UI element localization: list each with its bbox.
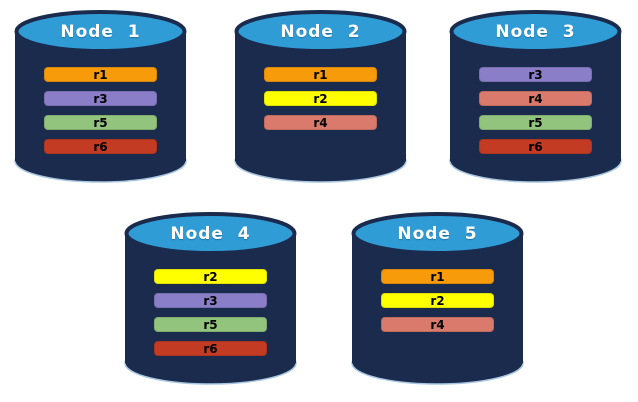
replica-bar-r3: r3: [44, 91, 157, 106]
node-3: Node 3 r3 r4 r5 r6: [448, 10, 623, 183]
node-2: Node 2 r1 r2 r4: [233, 10, 408, 183]
replica-label: r3: [93, 91, 108, 106]
replica-bar-r3: r3: [479, 67, 592, 82]
replica-bar-r1: r1: [264, 67, 377, 82]
replica-bar-r1: r1: [44, 67, 157, 82]
replica-label: r3: [203, 293, 218, 308]
node-1: Node 1 r1 r3 r5 r6: [13, 10, 188, 183]
replica-bar-r6: r6: [479, 139, 592, 154]
replica-bar-r3: r3: [154, 293, 267, 308]
node-4: Node 4 r2 r3 r5 r6: [123, 212, 298, 385]
node-title: Node 4: [170, 223, 251, 244]
node-title: Node 3: [495, 21, 576, 42]
replica-bar-r2: r2: [381, 293, 494, 308]
replica-label: r6: [528, 139, 543, 154]
replica-label: r2: [313, 91, 328, 106]
database-cylinder-icon: [124, 212, 297, 385]
replica-list: r1 r2 r4: [264, 67, 377, 139]
replica-label: r1: [430, 269, 445, 284]
replica-label: r2: [430, 293, 445, 308]
replica-bar-r4: r4: [479, 91, 592, 106]
replica-bar-r2: r2: [264, 91, 377, 106]
node-5: Node 5 r1 r2 r4: [350, 212, 525, 385]
replica-label: r6: [93, 139, 108, 154]
cylinder-top: [351, 212, 524, 255]
replica-label: r5: [203, 317, 218, 332]
node-title: Node 2: [280, 21, 361, 42]
replica-list: r2 r3 r5 r6: [154, 269, 267, 365]
replica-bar-r6: r6: [154, 341, 267, 356]
replica-label: r1: [93, 67, 108, 82]
replica-label: r4: [528, 91, 543, 106]
replica-label: r5: [528, 115, 543, 130]
replica-bar-r5: r5: [154, 317, 267, 332]
node-title: Node 1: [60, 21, 141, 42]
node-title: Node 5: [397, 223, 478, 244]
database-cylinder-icon: [351, 212, 524, 385]
cylinder-top: [234, 10, 407, 53]
cylinder-top: [14, 10, 187, 53]
replica-bar-r4: r4: [264, 115, 377, 130]
replica-label: r6: [203, 341, 218, 356]
replica-label: r2: [203, 269, 218, 284]
cylinder-top: [449, 10, 622, 53]
replica-bar-r4: r4: [381, 317, 494, 332]
replica-label: r4: [430, 317, 445, 332]
replica-bar-r5: r5: [44, 115, 157, 130]
replica-bar-r6: r6: [44, 139, 157, 154]
replica-list: r1 r3 r5 r6: [44, 67, 157, 163]
replica-list: r3 r4 r5 r6: [479, 67, 592, 163]
replica-label: r1: [313, 67, 328, 82]
replica-bar-r2: r2: [154, 269, 267, 284]
replica-label: r5: [93, 115, 108, 130]
cylinder-top: [124, 212, 297, 255]
replica-bar-r5: r5: [479, 115, 592, 130]
replica-list: r1 r2 r4: [381, 269, 494, 341]
replica-bar-r1: r1: [381, 269, 494, 284]
replica-label: r3: [528, 67, 543, 82]
replica-label: r4: [313, 115, 328, 130]
